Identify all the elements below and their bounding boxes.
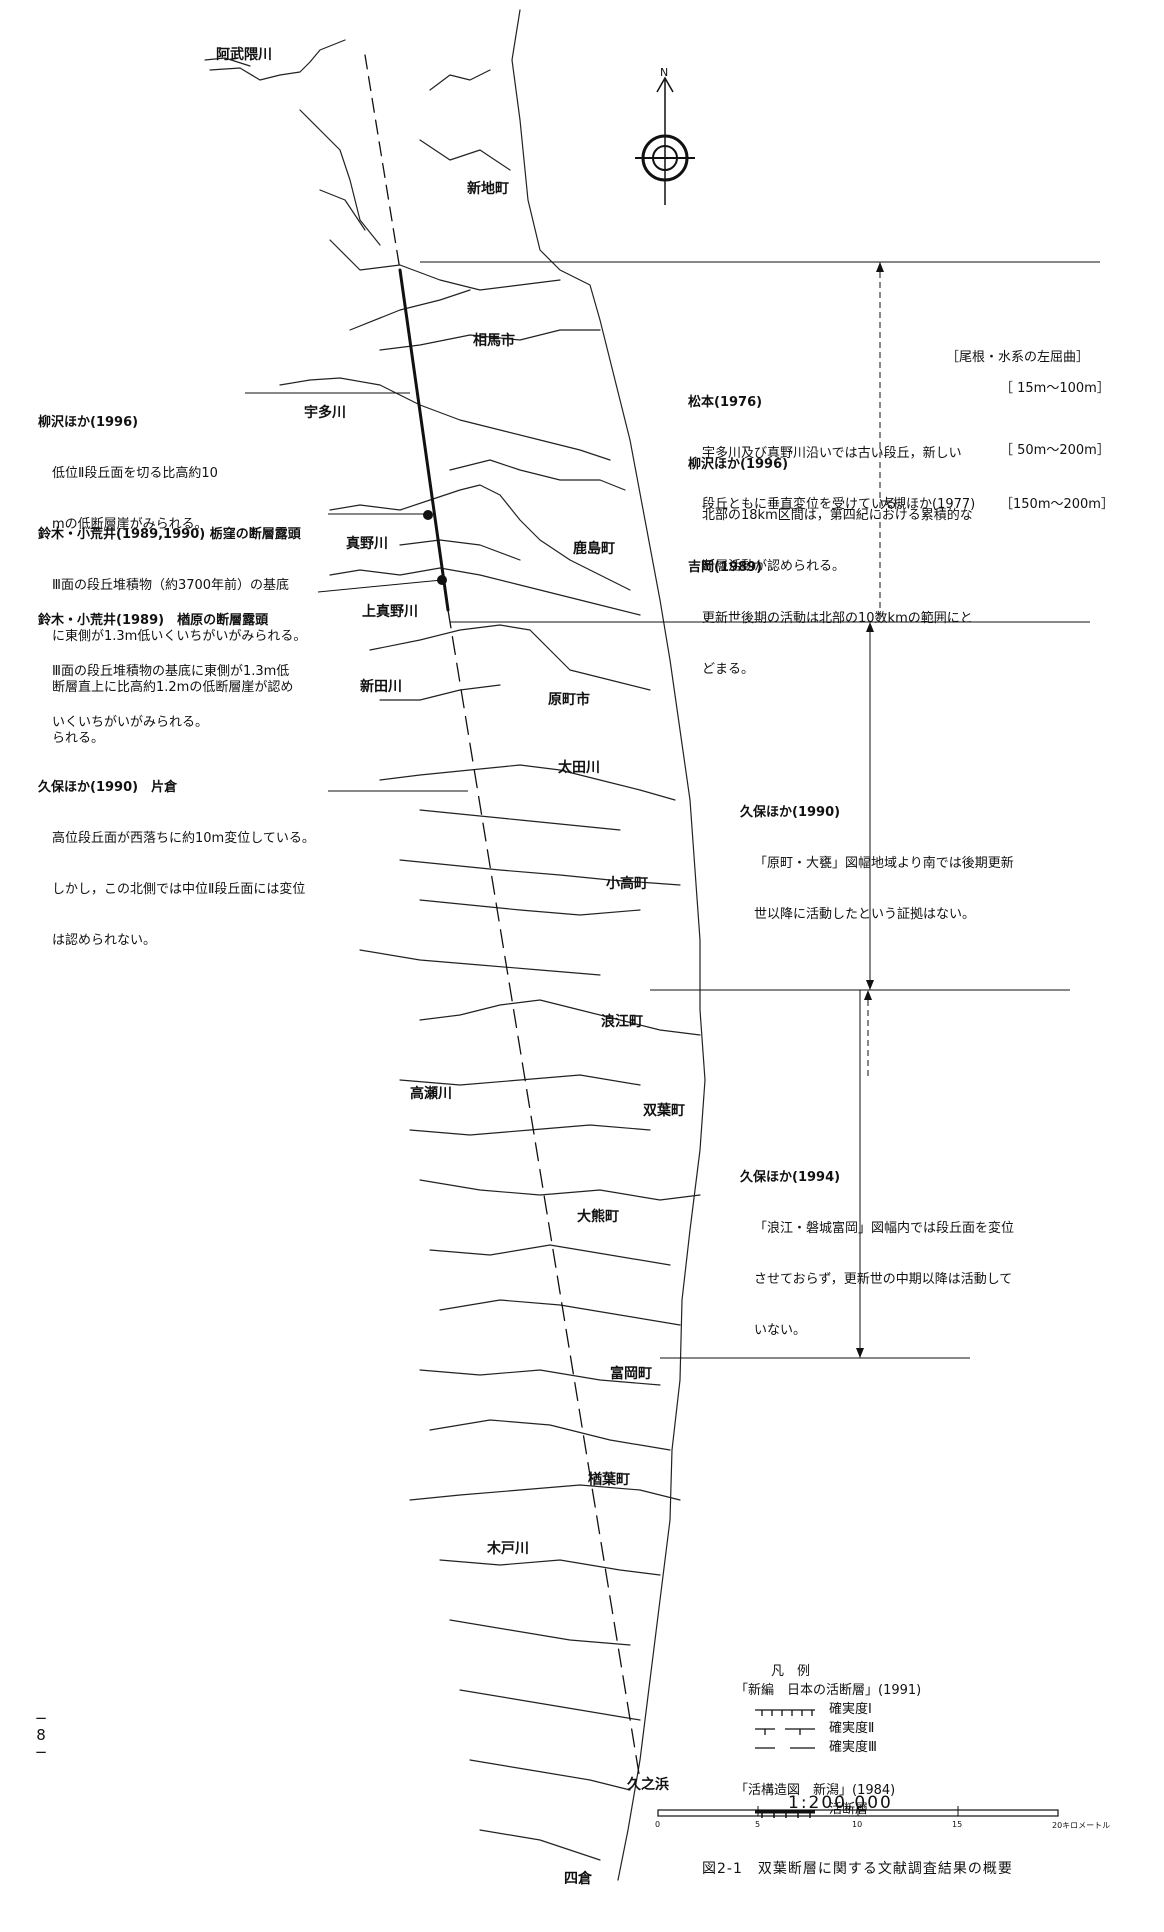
abukuma-river: [204, 39, 346, 81]
place-tomioka: 富岡町: [610, 1366, 652, 1382]
scale-tick-5: 5: [755, 1820, 761, 1829]
right-note-matsumoto: 松本(1976) 宇多川及び真野川沿いでは古い段丘，新しい 段丘ともに垂直変位を…: [688, 395, 962, 512]
scale-bar: [657, 1806, 1059, 1817]
place-namie: 浪江町: [601, 1014, 643, 1030]
flexure-row-1: ［ 15m〜100m］: [1000, 381, 1110, 396]
flexure-source: 大槻ほか(1977): [880, 497, 976, 512]
place-kashima: 鹿島町: [573, 541, 615, 557]
north-arrow-icon: [635, 76, 695, 205]
flexure-title: ［尾根・水系の左屈曲］: [946, 350, 1090, 365]
place-soma: 相馬市: [473, 333, 515, 349]
scale-tick-0: 0: [655, 1820, 661, 1829]
place-haramachi: 原町市: [548, 692, 590, 708]
flexure-row-2: ［ 50m〜200m］: [1000, 443, 1110, 458]
map-legend: 凡 例 「新編 日本の活断層」(1991) 確実度Ⅰ 確実度Ⅱ 確実度Ⅲ 「活構…: [735, 1662, 921, 1819]
left-note-suzuki-tochikubo: 鈴木・小荒井(1989,1990) 栃窪の断層露頭 Ⅲ面の段丘堆積物（約3700…: [38, 527, 307, 746]
right-note-kubo-1994: 久保ほか(1994) 「浪江・磐城富岡」図幅内では段丘面を変位 させておらず，更…: [740, 1170, 1015, 1338]
legend-item-certainty-1: 確実度Ⅰ: [829, 1702, 872, 1717]
scale-tick-10: 10: [852, 1820, 863, 1829]
nitta-river: [369, 624, 651, 691]
coastline: [511, 9, 706, 1881]
legend-item-certainty-2: 確実度Ⅱ: [829, 1721, 875, 1736]
uda-river: [279, 377, 611, 461]
river-kido: 木戸川: [487, 1541, 529, 1557]
figure-caption: 図2-1 双葉断層に関する文献調査結果の概要: [702, 1861, 1013, 1877]
takase-river: [419, 999, 701, 1036]
ota-river: [379, 764, 676, 801]
river-nitta: 新田川: [360, 679, 402, 695]
river-mano: 真野川: [346, 536, 388, 552]
place-hisanohama: 久之浜: [627, 1777, 669, 1793]
mano-river: [329, 484, 631, 591]
right-note-kubo-1990: 久保ほか(1990) 「原町・大甕」図幅地域より南では後期更新 世以降に活動した…: [740, 805, 1014, 922]
kamimano-river: [329, 567, 641, 616]
place-naraha: 楢葉町: [588, 1472, 630, 1488]
right-note-yanagisawa: 柳沢ほか(1996) 北部の18km区間は，第四紀における累積的な 断層活動が認…: [688, 457, 973, 574]
fault-trace-dashed-north: [364, 54, 401, 271]
flexure-row-3: ［150m〜200m］: [1000, 497, 1114, 512]
place-yotsukura: 四倉: [564, 1871, 592, 1887]
place-shinchi: 新地町: [467, 181, 509, 197]
left-note-kubo-katakura: 久保ほか(1990) 片倉 高位段丘面が西落ちに約10m変位している。 しかし，…: [38, 780, 315, 948]
fault-trace-dashed-south: [447, 609, 641, 1781]
left-note-yanagisawa: 柳沢ほか(1996) 低位Ⅱ段丘面を切る比高約10 mの低断層崖がみられる。: [38, 415, 218, 532]
river-uda: 宇多川: [304, 405, 346, 421]
scale-tick-15: 15: [952, 1820, 963, 1829]
scale-tick-20: 20キロメートル: [1052, 1821, 1111, 1830]
legend-source-1: 「新編 日本の活断層」(1991): [735, 1683, 922, 1698]
tochikubo-outcrop-marker: [423, 510, 433, 520]
north-label: N: [660, 66, 669, 79]
kido-river: [409, 1484, 681, 1501]
place-futaba: 双葉町: [643, 1103, 685, 1119]
place-okuma: 大熊町: [577, 1209, 619, 1225]
river-ota: 太田川: [558, 760, 600, 776]
page-number: − 8 −: [34, 1709, 48, 1761]
left-note-suzuki-narahara: 鈴木・小荒井(1989) 楢原の断層露頭 Ⅲ面の段丘堆積物の基底に東側が1.3m…: [38, 613, 290, 730]
right-note-yoshioka: 吉岡(1989) 更新世後期の活動は北部の10数kmの範囲にと どまる。: [688, 560, 973, 677]
river-abukuma: 阿武隈川: [216, 47, 272, 63]
river-takase: 高瀬川: [410, 1086, 452, 1102]
legend-source-2: 「活構造図 新潟」(1984): [735, 1783, 896, 1798]
river-kamimano: 上真野川: [362, 604, 418, 620]
fault-trace-solid: [398, 268, 450, 612]
scale-label: 1:200,000: [788, 1793, 893, 1813]
legend-title: 凡 例: [771, 1664, 811, 1679]
legend-item-certainty-3: 確実度Ⅲ: [829, 1740, 877, 1755]
legend-item-active-fault: 活断層: [829, 1802, 869, 1817]
place-odaka: 小高町: [606, 876, 648, 892]
